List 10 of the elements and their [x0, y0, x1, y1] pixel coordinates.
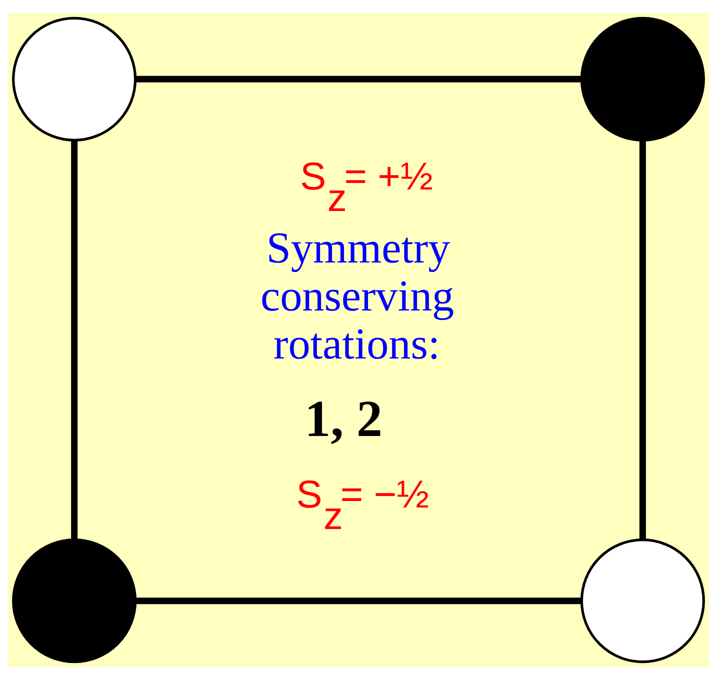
connector: [639, 140, 646, 540]
label: 1, 2: [304, 391, 382, 448]
connector: [135, 76, 582, 82]
label: Symmetry conserving rotations:: [260, 223, 454, 368]
connector: [135, 598, 582, 604]
connector: [71, 140, 78, 540]
node-circle: [12, 16, 137, 142]
node-circle: [12, 538, 137, 664]
node-circle: [580, 538, 705, 664]
node-circle: [580, 16, 705, 142]
